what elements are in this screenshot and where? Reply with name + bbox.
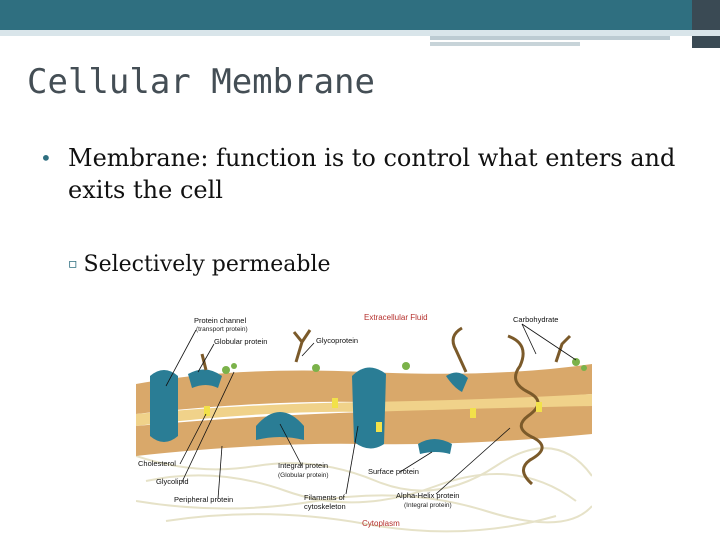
slide-title: Cellular Membrane — [27, 62, 375, 102]
carbohydrate-chains — [200, 326, 572, 373]
cell-membrane-diagram: Extracellular Fluid Carbohydrate Protein… — [136, 313, 592, 533]
transport-protein-label: (transport protein) — [196, 326, 248, 333]
protein-channel-label: Protein channel — [194, 316, 246, 325]
glycoprotein-label: Glycoprotein — [316, 336, 358, 345]
alpha-helix — [507, 334, 544, 486]
alpha-helix-sub-label: (Integral protein) — [404, 502, 452, 509]
alpha-helix-label: Alpha-Helix protein — [396, 491, 459, 500]
membrane-proteins — [150, 367, 468, 454]
cytoskeleton-filaments — [136, 447, 592, 533]
sub-bullet-item: ▫ Selectively permeable — [68, 252, 331, 277]
peripheral-protein-label: Peripheral protein — [174, 495, 233, 504]
extracellular-fluid-label: Extracellular Fluid — [364, 313, 428, 322]
globular-protein-label: Globular protein — [214, 337, 267, 346]
cytoplasm-label: Cytoplasm — [362, 519, 400, 528]
surface-protein-label: Surface protein — [368, 467, 419, 476]
cholesterol-markers — [204, 398, 542, 432]
carbohydrate-label: Carbohydrate — [513, 315, 558, 324]
header-stripe — [430, 42, 580, 46]
cholesterol-label: Cholesterol — [138, 459, 176, 468]
header-stripe — [0, 30, 720, 36]
slide-header-decoration — [0, 0, 720, 48]
integral-protein-sub-label: (Globular protein) — [278, 472, 329, 479]
square-bullet-icon: ▫ — [68, 256, 78, 272]
bullet-item: • Membrane: function is to control what … — [40, 142, 690, 206]
integral-protein-label: Integral protein — [278, 461, 328, 470]
filaments-label: Filaments of — [304, 493, 346, 502]
glycolipid-markers — [222, 358, 587, 374]
glycolipid-label: Glycolipid — [156, 477, 189, 486]
bullet-text: Membrane: function is to control what en… — [68, 144, 676, 204]
sub-bullet-text: Selectively permeable — [83, 252, 331, 277]
leader-lines — [165, 323, 577, 500]
cytoskeleton-label: cytoskeleton — [304, 502, 346, 511]
header-corner-block — [692, 0, 720, 48]
bullet-dot-icon: • — [40, 146, 52, 170]
header-stripe — [430, 36, 670, 40]
